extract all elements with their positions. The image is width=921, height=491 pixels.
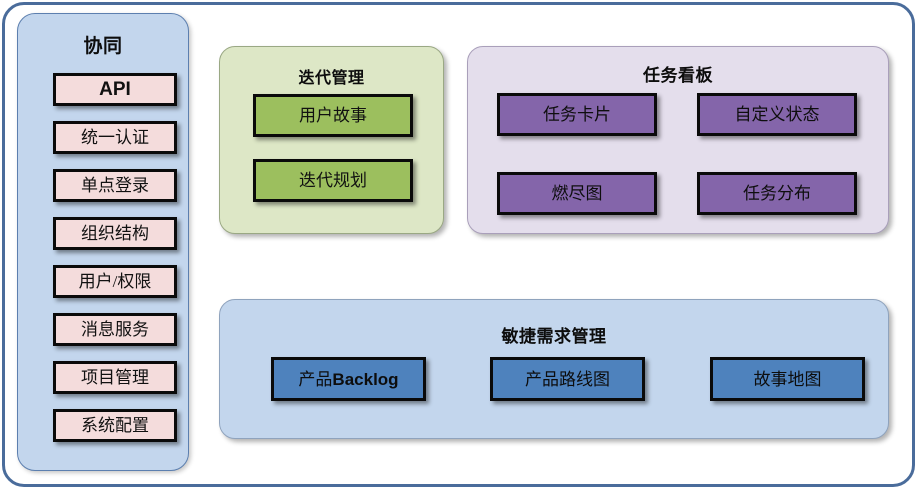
iteration-item-iteration-plan[interactable]: 迭代规划 bbox=[253, 159, 413, 202]
sidebar-item-sso[interactable]: 单点登录 bbox=[53, 169, 177, 202]
sidebar-item-org-structure[interactable]: 组织结构 bbox=[53, 217, 177, 250]
sidebar-item-system-config[interactable]: 系统配置 bbox=[53, 409, 177, 442]
agile-item-product-backlog-en: Backlog bbox=[332, 369, 399, 389]
iteration-item-user-story[interactable]: 用户故事 bbox=[253, 94, 413, 137]
agile-item-product-backlog-cn: 产品 bbox=[298, 369, 333, 389]
taskboard-item-custom-state[interactable]: 自定义状态 bbox=[697, 93, 857, 136]
task-board-title: 任务看板 bbox=[643, 66, 713, 85]
taskboard-item-burndown-chart[interactable]: 燃尽图 bbox=[497, 172, 657, 215]
sidebar-item-project-management[interactable]: 项目管理 bbox=[53, 361, 177, 394]
collaboration-panel-title: 协同 bbox=[83, 36, 123, 57]
iteration-management-panel[interactable]: 迭代管理 用户故事 迭代规划 bbox=[219, 46, 444, 234]
agile-item-story-map[interactable]: 故事地图 bbox=[710, 357, 865, 401]
taskboard-item-task-card[interactable]: 任务卡片 bbox=[497, 93, 657, 136]
taskboard-item-task-distribution[interactable]: 任务分布 bbox=[697, 172, 857, 215]
task-board-panel[interactable]: 任务看板 任务卡片 自定义状态 燃尽图 任务分布 bbox=[467, 46, 889, 234]
agile-requirement-title: 敏捷需求管理 bbox=[501, 327, 607, 346]
collaboration-panel[interactable]: 协同 API 统一认证 单点登录 组织结构 用户/权限 消息服务 项目管理 系统… bbox=[17, 13, 189, 471]
sidebar-item-user-permission[interactable]: 用户/权限 bbox=[53, 265, 177, 298]
agile-item-product-roadmap[interactable]: 产品路线图 bbox=[490, 357, 645, 401]
sidebar-item-unified-auth[interactable]: 统一认证 bbox=[53, 121, 177, 154]
sidebar-item-message-service[interactable]: 消息服务 bbox=[53, 313, 177, 346]
sidebar-item-api[interactable]: API bbox=[53, 73, 177, 106]
iteration-management-title: 迭代管理 bbox=[298, 70, 365, 87]
